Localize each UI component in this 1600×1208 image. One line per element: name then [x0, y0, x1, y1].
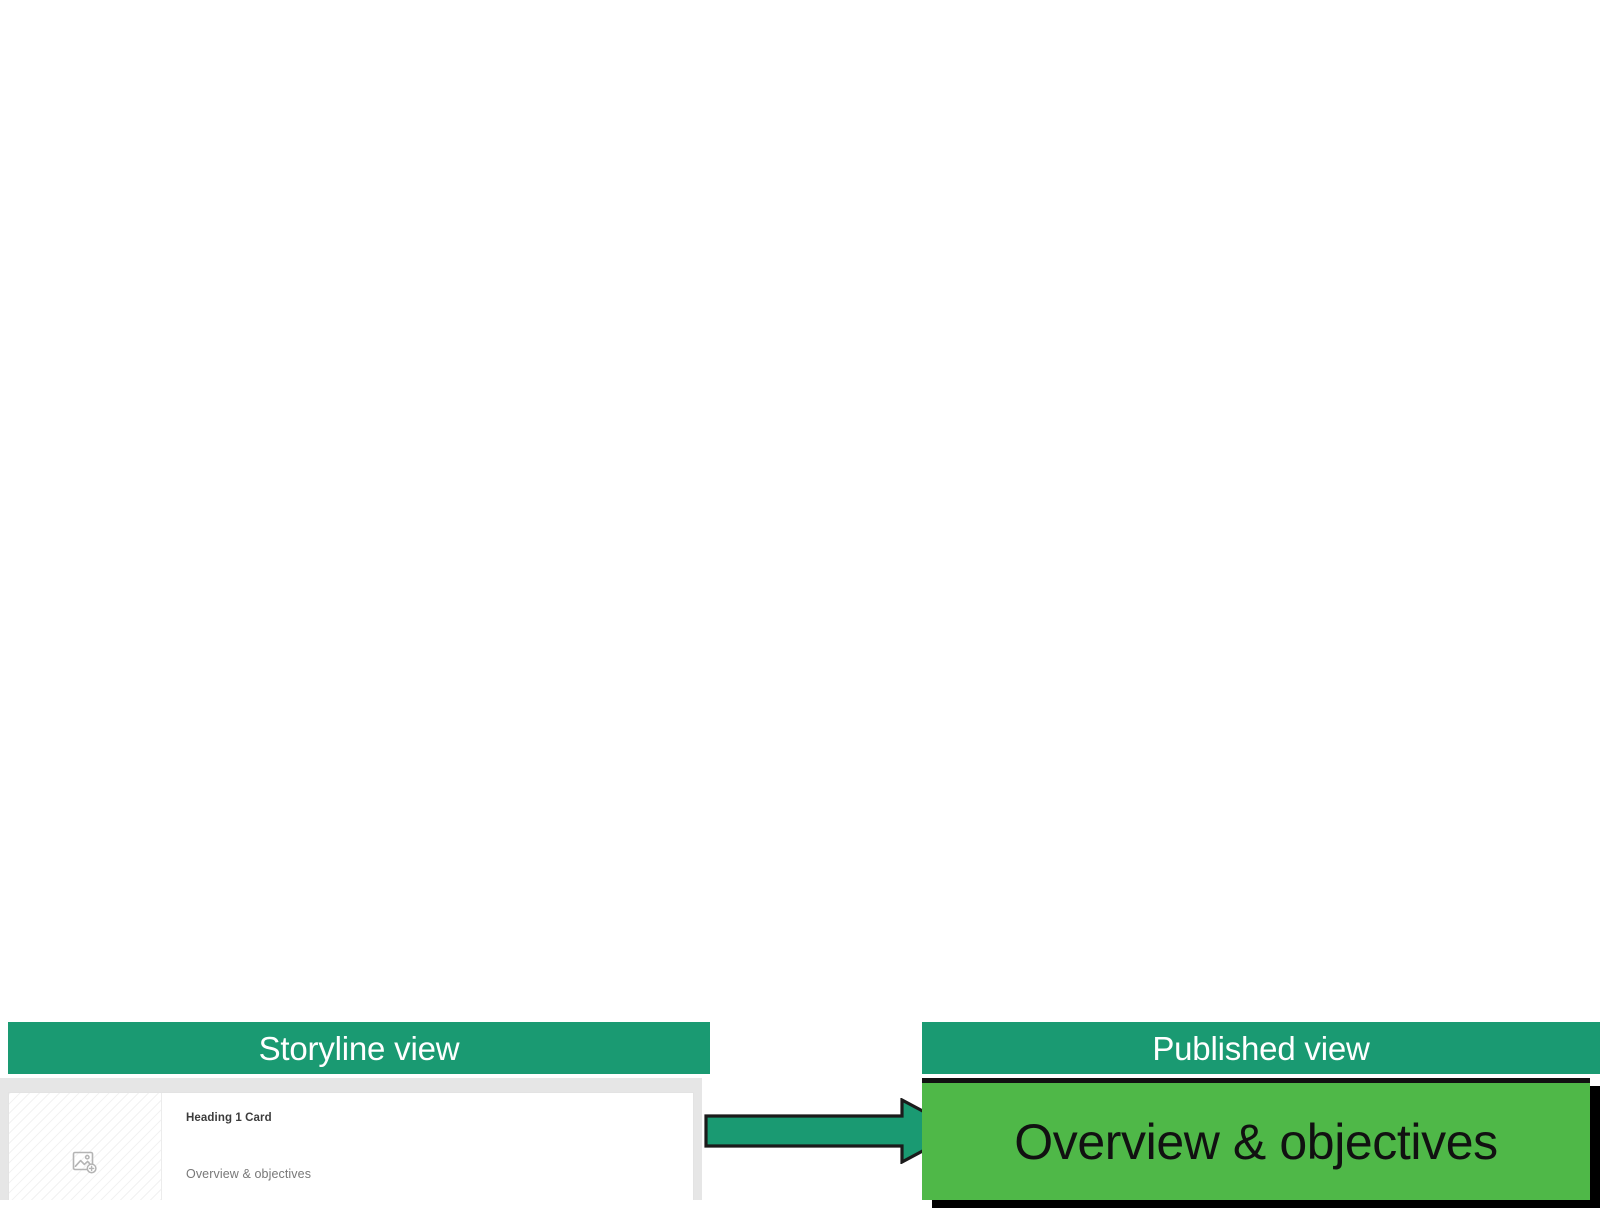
card-thumbnail[interactable] — [9, 1093, 162, 1200]
published-view-caption: Published view — [922, 1022, 1600, 1074]
storyline-view-caption: Storyline view — [8, 1022, 710, 1074]
slide-blank-area — [0, 0, 1600, 1012]
image-placeholder-icon — [72, 1151, 97, 1174]
card-body: Heading 1 Card Overview & objectives — [162, 1093, 693, 1200]
published-heading-label: Overview & objectives — [1014, 1113, 1498, 1170]
published-heading-block: Overview & objectives — [922, 1078, 1590, 1200]
published-output-panel: Overview & objectives — [922, 1078, 1600, 1208]
published-view-caption-label: Published view — [1152, 1029, 1370, 1067]
storyline-view-caption-label: Storyline view — [258, 1029, 460, 1067]
storyline-card[interactable]: Heading 1 Card Overview & objectives — [8, 1092, 694, 1200]
storyline-editor-panel: Heading 1 Card Overview & objectives — [0, 1078, 702, 1200]
card-title-label: Overview & objectives — [186, 1166, 312, 1181]
card-kicker-label: Heading 1 Card — [186, 1112, 272, 1124]
